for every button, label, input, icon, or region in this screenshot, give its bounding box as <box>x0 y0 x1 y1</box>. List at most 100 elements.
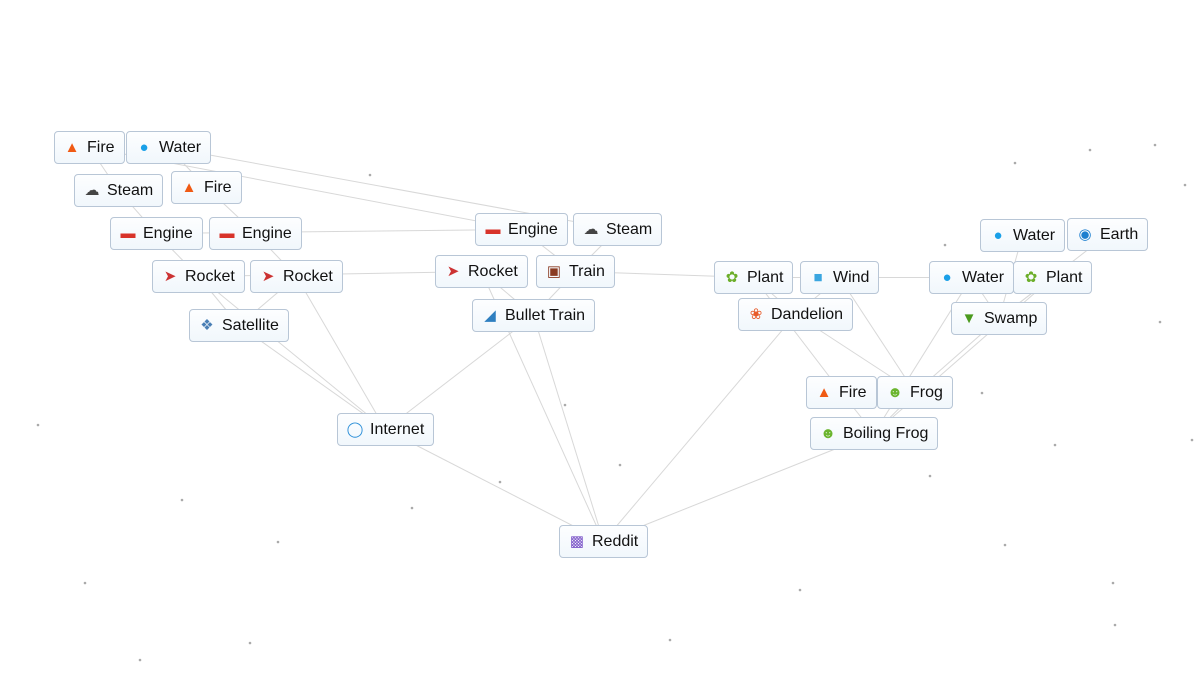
tile-rocket[interactable]: ➤ Rocket <box>250 260 343 293</box>
background-dot <box>83 581 87 585</box>
tile-wind[interactable]: ■ Wind <box>800 261 880 294</box>
water-drop-icon: ● <box>942 269 952 286</box>
tile-dandelion[interactable]: ❀ Dandelion <box>738 298 854 331</box>
background-dot <box>410 506 414 510</box>
tile-steam[interactable]: ☁ Steam <box>74 174 164 207</box>
fire-icon: ▲ <box>816 384 832 401</box>
tile-rocket[interactable]: ➤ Rocket <box>435 255 528 288</box>
tile-label: Wind <box>833 268 870 286</box>
rocket-icon: ➤ <box>261 268 275 285</box>
connection-line <box>603 314 796 542</box>
flower-icon: ❀ <box>749 306 763 323</box>
tile-swamp[interactable]: ▼Swamp <box>951 302 1048 335</box>
frog-icon: ☻ <box>887 384 903 401</box>
tile-label: Plant <box>747 268 784 286</box>
tile-label: Steam <box>107 181 154 199</box>
tile-plant[interactable]: ✿ Plant <box>1013 261 1093 294</box>
tile-label: Internet <box>370 420 425 438</box>
tile-label: Bullet Train <box>505 306 586 324</box>
background-dot <box>798 588 802 592</box>
satellite-icon: ❖ <box>200 317 214 334</box>
connection-line <box>385 315 534 430</box>
tile-label: Rocket <box>468 262 518 280</box>
tile-reddit[interactable]: ▩Reddit <box>559 525 649 558</box>
background-dot <box>138 658 142 662</box>
background-dot <box>1111 581 1115 585</box>
tile-earth[interactable]: ◉Earth <box>1067 218 1149 251</box>
background-dot <box>1013 161 1017 165</box>
tile-label: Fire <box>204 178 232 196</box>
tile-label: Fire <box>839 383 867 401</box>
connection-line <box>198 276 386 430</box>
crocodile-icon: ▼ <box>961 310 977 327</box>
tile-label: Frog <box>910 383 943 401</box>
tile-label: Water <box>962 268 1005 286</box>
connection-line <box>873 277 1053 434</box>
train-icon: ▣ <box>546 263 562 280</box>
background-dot <box>563 403 567 407</box>
tile-label: Engine <box>242 224 292 242</box>
tile-engine[interactable]: ▬Engine <box>475 213 568 246</box>
tile-fire[interactable]: ▲ Fire <box>171 171 242 204</box>
tile-steam[interactable]: ☁Steam <box>573 213 663 246</box>
steam-icon: ☁ <box>583 221 599 238</box>
connection-line <box>533 315 604 542</box>
connection-line <box>839 277 916 393</box>
background-dot <box>36 423 40 427</box>
tile-label: Engine <box>143 224 193 242</box>
wind-icon: ■ <box>813 269 823 286</box>
background-dot <box>1088 148 1092 152</box>
steam-icon: ☁ <box>84 182 100 199</box>
background-dot <box>943 243 947 247</box>
tile-label: Water <box>159 138 202 156</box>
tile-internet[interactable]: ◯ Internet <box>337 413 435 446</box>
tile-label: Fire <box>87 138 115 156</box>
background-dot <box>668 638 672 642</box>
frog-icon: ☻ <box>820 425 836 442</box>
globe-icon: ◯ <box>346 421 364 438</box>
tile-frog[interactable]: ☻ Frog <box>877 376 953 409</box>
tile-label: Rocket <box>283 267 333 285</box>
tile-water[interactable]: ● Water <box>929 261 1015 294</box>
background-dot <box>980 391 984 395</box>
tile-engine[interactable]: ▬ Engine <box>110 217 203 250</box>
tile-satellite[interactable]: ❖ Satellite <box>189 309 289 342</box>
tile-fire[interactable]: ▲ Fire <box>54 131 125 164</box>
background-dot <box>618 463 622 467</box>
tile-fire[interactable]: ▲ Fire <box>806 376 877 409</box>
fire-icon: ▲ <box>64 139 80 156</box>
water-drop-icon: ● <box>139 139 149 156</box>
tile-label: Plant <box>1046 268 1083 286</box>
background-dot <box>180 498 184 502</box>
rocket-icon: ➤ <box>163 268 177 285</box>
tile-rocket[interactable]: ➤ Rocket <box>152 260 245 293</box>
background-dot <box>368 173 372 177</box>
tile-train[interactable]: ▣Train <box>536 255 615 288</box>
car-icon: ▬ <box>485 221 501 238</box>
connection-line <box>753 277 842 393</box>
fire-icon: ▲ <box>181 179 197 196</box>
tile-bullet-train[interactable]: ◢Bullet Train <box>472 299 596 332</box>
connection-line <box>603 433 875 542</box>
car-icon: ▬ <box>120 225 136 242</box>
rocket-icon: ➤ <box>446 263 460 280</box>
tile-label: Satellite <box>222 316 279 334</box>
background-dot <box>1183 183 1187 187</box>
alien-icon: ▩ <box>569 533 585 550</box>
background-dot <box>1053 443 1057 447</box>
tile-engine[interactable]: ▬Engine <box>209 217 302 250</box>
tile-water[interactable]: ●Water <box>980 219 1066 252</box>
tile-water[interactable]: ● Water <box>126 131 212 164</box>
background-dot <box>276 540 280 544</box>
tile-label: Dandelion <box>771 305 844 323</box>
background-dot <box>1158 320 1162 324</box>
tile-plant[interactable]: ✿Plant <box>714 261 794 294</box>
background-dot <box>1003 543 1007 547</box>
tile-boiling-frog[interactable]: ☻Boiling Frog <box>810 417 939 450</box>
connection-line <box>296 276 386 430</box>
tile-label: Water <box>1013 226 1056 244</box>
seedling-icon: ✿ <box>1024 269 1038 286</box>
tile-label: Rocket <box>185 267 235 285</box>
earth-icon: ◉ <box>1078 226 1092 243</box>
